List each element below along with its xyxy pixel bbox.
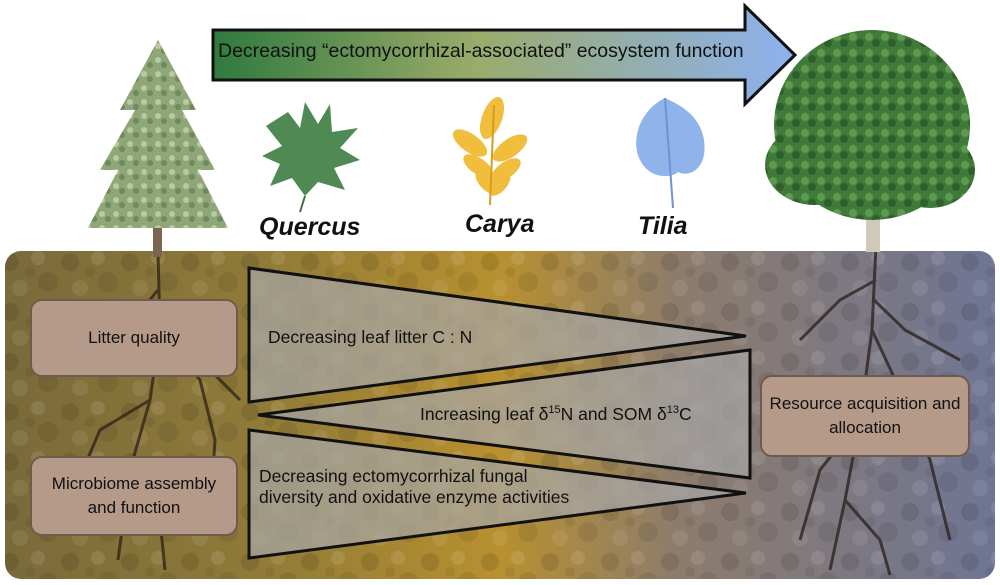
isotope-superscript-13: 13 [666, 404, 679, 417]
oak-leaf-icon [262, 102, 360, 213]
arrow-label: Decreasing “ectomycorrhizal-associated” … [218, 40, 744, 62]
genus-label-tilia: Tilia [638, 212, 688, 240]
deciduous-tree-illustration [765, 30, 975, 252]
litter-quality-label: Litter quality [88, 328, 180, 347]
microbiome-label: Microbiome assembly and function [51, 474, 217, 517]
isotope-label: Increasing leaf δ15N and SOM δ13C [420, 404, 692, 425]
wedge-leaf-litter-cn [247, 266, 747, 404]
resource-label: Resource acquisition and allocation [769, 394, 961, 437]
genus-label-carya: Carya [465, 210, 535, 238]
resource-box: Resource acquisition and allocation [760, 375, 970, 457]
hickory-leaf-icon [452, 97, 528, 206]
isotope-label-part: C [678, 404, 692, 424]
function-gradient-arrow [211, 2, 798, 108]
linden-leaf-icon [636, 97, 705, 209]
litter-quality-box: Litter quality [30, 299, 238, 377]
isotope-superscript-15: 15 [548, 404, 561, 417]
wedge-ectomycorrhizal [247, 428, 747, 560]
leaf-litter-cn-label: Decreasing leaf litter C : N [268, 327, 473, 347]
genus-label-quercus: Quercus [259, 213, 361, 241]
microbiome-box: Microbiome assembly and function [30, 456, 238, 536]
ectomycorrhizal-label: Decreasing ectomycorrhizal fungal divers… [259, 466, 570, 507]
isotope-label-part: N and SOM δ [560, 404, 667, 424]
isotope-label-part: Increasing leaf δ [420, 404, 549, 424]
conifer-tree-illustration [88, 40, 228, 257]
wedge-isotopes [257, 348, 752, 480]
